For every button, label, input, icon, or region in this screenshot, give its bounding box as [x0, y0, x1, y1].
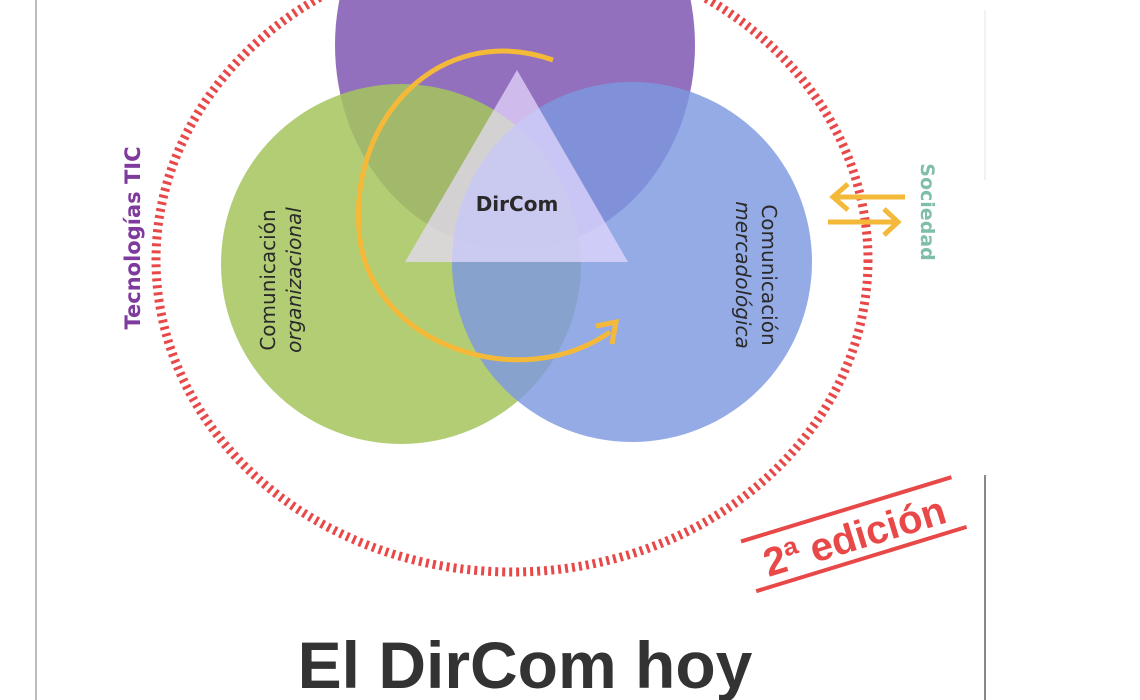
tecnologias-label: Tecnologías TIC — [121, 147, 145, 330]
sociedad-label: Sociedad — [916, 163, 938, 260]
right-circle-line1: Comunicación — [757, 204, 781, 345]
left-circle-line2: organizacional — [282, 207, 306, 353]
dashed-ring — [151, 0, 873, 577]
venn-diagram — [221, 0, 812, 444]
exchange-arrows-icon — [828, 182, 905, 237]
center-label: DirCom — [476, 192, 559, 216]
cycle-arrow — [356, 48, 612, 363]
right-circle-label: Comunicación mercadológica — [731, 201, 781, 349]
dircom-triangle — [405, 70, 628, 262]
cycle-arrowhead-icon — [595, 318, 620, 345]
left-circle-label: Comunicación organizacional — [256, 207, 306, 353]
left-circle-line1: Comunicación — [256, 209, 280, 350]
right-circle-line2: mercadológica — [731, 201, 755, 349]
book-title: El DirCom hoy — [298, 628, 753, 700]
